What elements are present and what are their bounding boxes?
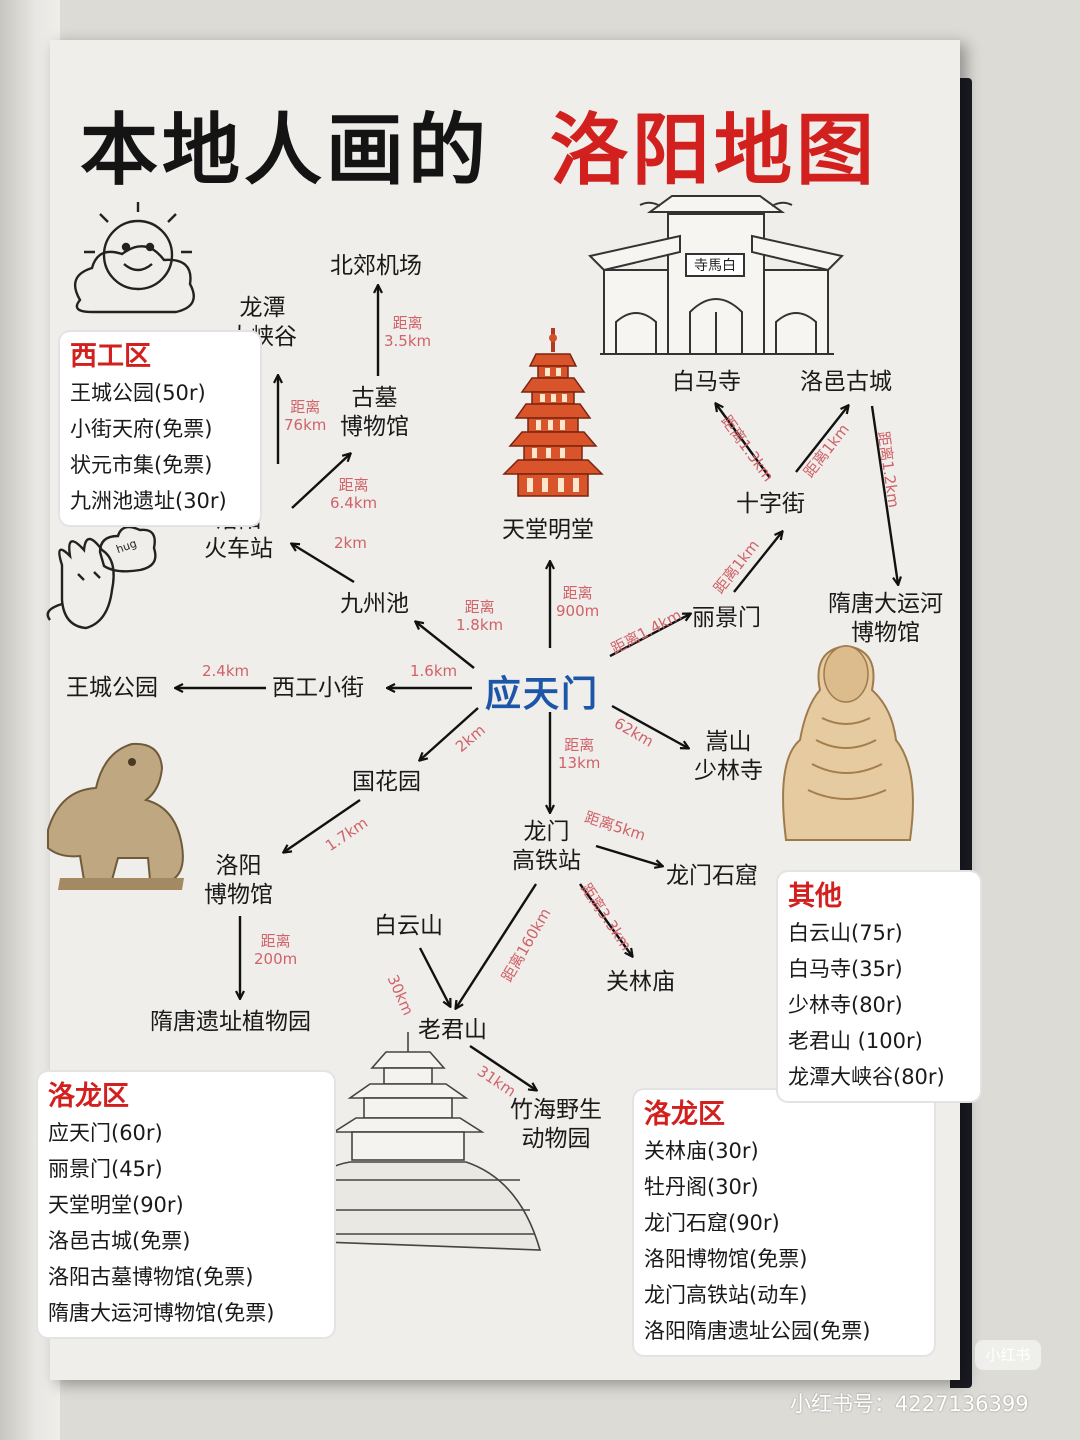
hug-doodle bbox=[46, 525, 157, 630]
card-title: 洛龙区 bbox=[644, 1099, 725, 1130]
arrow-center-guohua bbox=[420, 707, 479, 760]
list-item: 洛阳古墓博物馆(免票) bbox=[48, 1265, 254, 1289]
arrow-guohua-museum bbox=[284, 799, 361, 852]
buddha-illustration bbox=[782, 644, 914, 841]
list-item: 洛阳隋唐遗址公园(免票) bbox=[644, 1319, 871, 1343]
list-item: 牡丹阁(30r) bbox=[644, 1175, 759, 1199]
title-red: 洛阳地图 bbox=[550, 106, 879, 196]
arrow-baiyun-laojun bbox=[418, 947, 450, 1006]
list-item: 老君山 (100r) bbox=[788, 1029, 923, 1053]
arrow-center-jiuzhou bbox=[416, 622, 475, 669]
card-list: 应天门(60r) 丽景门(45r) 天堂明堂(90r) 洛邑古城(免票) 洛阳古… bbox=[38, 1115, 334, 1337]
node-laojun-mountain: 老君山 bbox=[418, 1017, 487, 1043]
node-luoyang-museum: 洛阳 博物馆 bbox=[204, 853, 273, 908]
arrow-lijing-shizi bbox=[733, 532, 782, 593]
dist-center-jiuzhou: 距离 1.8km bbox=[456, 598, 504, 634]
node-jiuzhou-pond: 九州池 bbox=[340, 591, 409, 617]
node-shizi-street: 十字街 bbox=[736, 491, 805, 517]
list-item: 白云山(75r) bbox=[788, 921, 903, 945]
card-other: 其他 白云山(75r) 白马寺(35r) 少林寺(80r) 老君山 (100r)… bbox=[778, 872, 980, 1101]
xiaohongshu-logo: 小红书 bbox=[975, 1340, 1041, 1370]
node-tiantang-mingtang: 天堂明堂 bbox=[502, 517, 594, 543]
node-longtan-canyon: 龙潭 大峡谷 bbox=[228, 295, 297, 350]
arrow-jiuzhou-station bbox=[292, 544, 355, 584]
node-songshan-shaolin: 嵩山 少林寺 bbox=[694, 729, 763, 784]
node-beijiao-airport: 北郊机场 bbox=[330, 253, 422, 279]
baima-temple-illustration bbox=[588, 195, 844, 355]
card-title: 西工区 bbox=[70, 341, 151, 372]
sun-cloud-doodle bbox=[73, 202, 195, 314]
arrow-longmen-guanlin bbox=[579, 883, 632, 956]
card-title: 其他 bbox=[788, 881, 842, 912]
card-title: 洛龙区 bbox=[48, 1081, 129, 1112]
arrow-laojun-zoo bbox=[469, 1045, 536, 1090]
arrow-center-shaolin bbox=[611, 704, 688, 748]
node-longmen-grottoes: 龙门石窟 bbox=[666, 863, 758, 889]
list-item: 小街天府(免票) bbox=[70, 417, 213, 441]
dist-center-longmen: 距离 13km bbox=[558, 736, 601, 772]
arrow-shizi-luoyi bbox=[795, 406, 848, 473]
node-guanlin-temple: 关林庙 bbox=[606, 969, 675, 995]
arrow-longmen-grottoes bbox=[595, 844, 662, 866]
pagoda-illustration bbox=[502, 328, 604, 497]
node-lijing-gate: 丽景门 bbox=[692, 605, 761, 631]
dist-jiuzhou-station: 2km bbox=[334, 534, 367, 552]
lion-statue-illustration bbox=[47, 742, 184, 890]
list-item: 龙潭大峡谷(80r) bbox=[788, 1065, 945, 1089]
list-item: 天堂明堂(90r) bbox=[48, 1193, 184, 1217]
list-item: 九洲池遗址(30r) bbox=[70, 489, 227, 513]
arrow-shizi-baima bbox=[716, 404, 771, 479]
node-luoyi-city: 洛邑古城 bbox=[800, 369, 892, 395]
node-xigong-street: 西工小街 bbox=[272, 675, 364, 701]
list-item: 少林寺(80r) bbox=[788, 993, 903, 1017]
node-wangcheng-park: 王城公园 bbox=[66, 675, 158, 701]
arrow-center-lijing bbox=[609, 614, 690, 658]
card-list: 王城公园(50r) 小街天府(免票) 状元市集(免票) 九洲池遗址(30r) bbox=[60, 375, 260, 525]
card-luolong-right: 洛龙区 关林庙(30r) 牡丹阁(30r) 龙门石窟(90r) 洛阳博物馆(免票… bbox=[634, 1090, 934, 1355]
card-xigong-district: 西工区 王城公园(50r) 小街天府(免票) 状元市集(免票) 九洲池遗址(30… bbox=[60, 332, 260, 525]
dist-tomb-airport: 距离 3.5km bbox=[384, 314, 432, 350]
center-yingtian-gate: 应天门 bbox=[485, 674, 600, 715]
list-item: 龙门石窟(90r) bbox=[644, 1211, 780, 1235]
card-luolong-left: 洛龙区 应天门(60r) 丽景门(45r) 天堂明堂(90r) 洛邑古城(免票)… bbox=[38, 1072, 334, 1337]
node-baima-temple: 白马寺 bbox=[672, 369, 741, 395]
list-item: 状元市集(免票) bbox=[70, 453, 213, 477]
watermark-id: 小红书号：4227136399 bbox=[790, 1392, 1029, 1416]
node-baiyun-mountain: 白云山 bbox=[374, 913, 443, 939]
dist-station-tomb: 距离 6.4km bbox=[330, 476, 378, 512]
dist-center-mingtang: 距离 900m bbox=[556, 584, 600, 620]
node-zhuhai-zoo: 竹海野生 动物园 bbox=[510, 1097, 602, 1152]
dist-xigong-wangcheng: 2.4km bbox=[202, 662, 250, 680]
dist-museum-botanical: 距离 200m bbox=[254, 932, 298, 968]
arrow-luoyi-canal bbox=[870, 405, 898, 584]
card-list: 关林庙(30r) 牡丹阁(30r) 龙门石窟(90r) 洛阳博物馆(免票) 龙门… bbox=[634, 1133, 934, 1355]
dist-station-canyon: 距离 76km bbox=[284, 398, 327, 434]
list-item: 龙门高铁站(动车) bbox=[644, 1283, 808, 1307]
list-item: 洛阳博物馆(免票) bbox=[644, 1247, 808, 1271]
arrow-station-tomb bbox=[291, 454, 350, 509]
title-black: 本地人画的 bbox=[80, 106, 491, 196]
node-botanical-garden: 隋唐遗址植物园 bbox=[150, 1009, 311, 1035]
node-tomb-museum: 古墓 博物馆 bbox=[340, 385, 409, 440]
card-list: 白云山(75r) 白马寺(35r) 少林寺(80r) 老君山 (100r) 龙潭… bbox=[778, 915, 980, 1101]
node-grand-canal-museum: 隋唐大运河 博物馆 bbox=[828, 591, 943, 646]
arrow-longmen-laojun bbox=[456, 883, 538, 1008]
list-item: 洛邑古城(免票) bbox=[48, 1229, 191, 1253]
node-longmen-station: 龙门 高铁站 bbox=[512, 819, 581, 874]
list-item: 白马寺(35r) bbox=[788, 957, 903, 981]
node-guohua-garden: 国花园 bbox=[352, 769, 421, 795]
list-item: 关林庙(30r) bbox=[644, 1139, 759, 1163]
dist-center-xigong: 1.6km bbox=[410, 662, 458, 680]
temple-sign: 寺馬白 bbox=[694, 258, 736, 274]
list-item: 隋唐大运河博物馆(免票) bbox=[48, 1301, 275, 1325]
list-item: 应天门(60r) bbox=[48, 1121, 163, 1145]
list-item: 王城公园(50r) bbox=[70, 381, 206, 405]
list-item: 丽景门(45r) bbox=[48, 1157, 163, 1181]
